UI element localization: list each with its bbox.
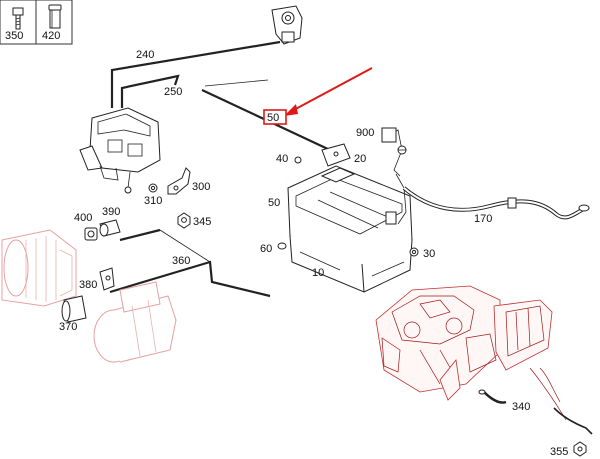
nut-30 [409,247,419,257]
sleeve-icon [48,4,62,29]
callout-40: 40 [276,153,288,165]
legend-box-350[interactable]: 350 [0,0,37,45]
harness-360 [109,228,271,298]
callout-900: 900 [356,127,374,139]
callout-170: 170 [474,213,492,225]
terminal-clamp-top [271,5,303,45]
callout-250: 250 [164,86,182,98]
legend-label-420: 420 [42,30,60,42]
starter-ghost [93,281,177,363]
callout-400: 400 [74,212,92,224]
callout-50: 50 [268,197,280,209]
bolt-900 [397,145,407,155]
alternator-ghost [1,229,77,307]
callout-60: 60 [260,243,272,255]
callout-380: 380 [79,279,97,291]
nut-310 [148,183,158,193]
callout-310: 310 [144,195,162,207]
ground-strap-340 [478,389,507,404]
callout-355: 355 [550,446,568,458]
bracket-300 [167,167,191,195]
highlight-marker[interactable]: 50 [263,67,373,125]
bushing-400 [84,227,98,241]
vent-hose [281,156,302,237]
engine-transmission [375,285,567,421]
fuse-relay-box [79,107,161,194]
callout-370: 370 [59,321,77,333]
battery-cover-20 [321,143,351,167]
boot-370 [61,295,87,323]
callout-30: 30 [423,248,435,260]
nut-345 [177,212,191,229]
callout-340: 340 [512,401,530,413]
callout-50-highlight: 50 [267,112,279,124]
sleeve-390 [99,219,121,237]
callout-360: 360 [172,255,190,267]
callout-240: 240 [136,49,154,61]
callout-345: 345 [193,216,211,228]
callout-390: 390 [102,206,120,218]
bolt-355 [553,407,593,457]
callout-300: 300 [192,181,210,193]
bolt-icon [12,7,24,30]
bracket-380 [99,267,115,291]
battery [287,165,413,293]
legend-label-350: 350 [5,30,23,42]
plug-60 [277,242,287,250]
callout-10: 10 [312,267,324,279]
legend-box-420[interactable]: 420 [35,0,73,45]
callout-20: 20 [354,153,366,165]
ground-cable-170 [381,127,590,225]
